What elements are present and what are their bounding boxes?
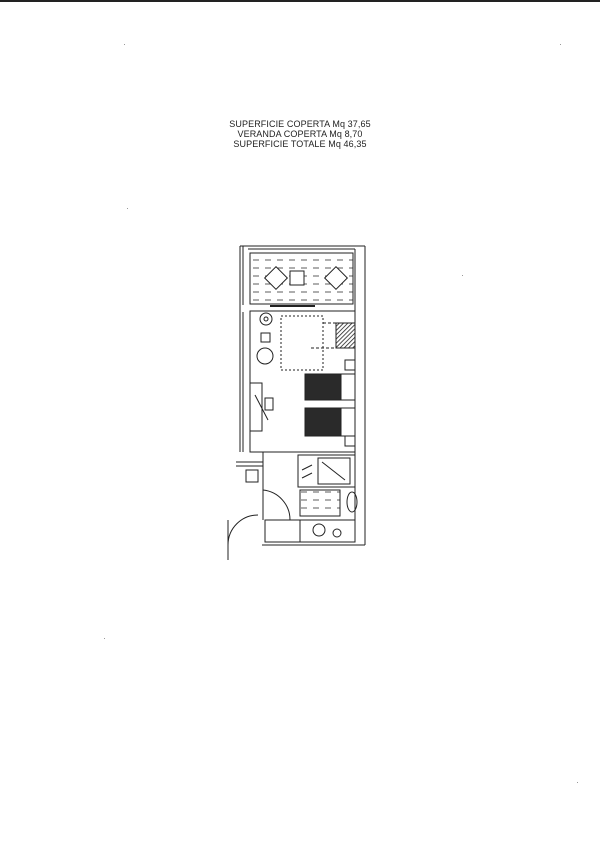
veranda-area-label: VERANDA COPERTA Mq 8,70 xyxy=(237,129,363,139)
scan-speck xyxy=(104,638,105,639)
scan-speck xyxy=(124,44,125,45)
scan-speck xyxy=(560,44,561,45)
scan-speck xyxy=(577,782,578,783)
scan-speck xyxy=(462,275,463,276)
veranda xyxy=(249,252,354,307)
covered-area-label: SUPERFICIE COPERTA Mq 37,65 xyxy=(229,119,371,129)
area-summary: SUPERFICIE COPERTA Mq 37,65 VERANDA COPE… xyxy=(200,119,400,149)
bathroom xyxy=(297,454,358,543)
bedroom xyxy=(249,310,356,453)
scan-edge xyxy=(0,0,600,2)
scan-speck xyxy=(127,208,128,209)
entrance xyxy=(227,452,301,560)
total-area-label: SUPERFICIE TOTALE Mq 46,35 xyxy=(233,139,367,149)
